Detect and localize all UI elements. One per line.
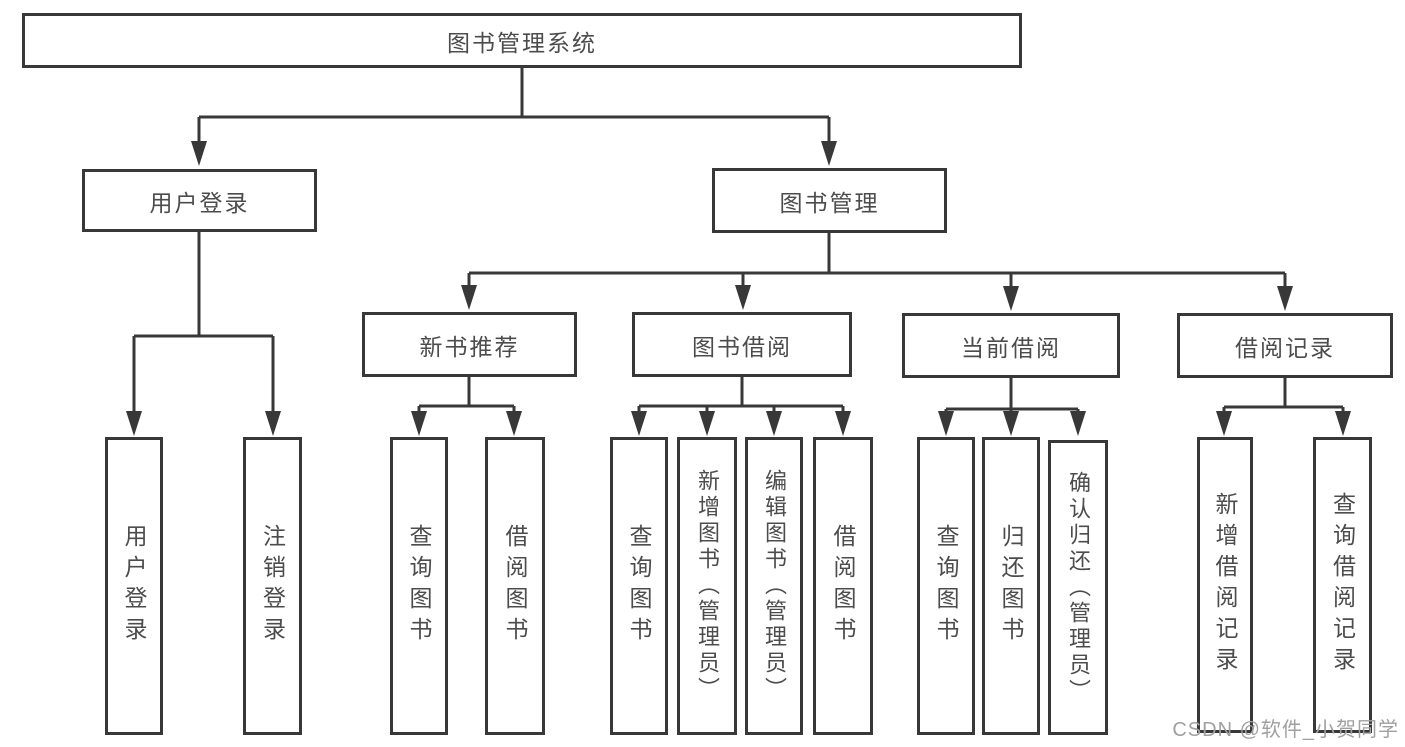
node-label: 图书借阅 [692, 333, 792, 360]
node-label: 查询图书 [626, 524, 652, 648]
node-leaf-edit-books-admin: 编辑图书（管理员） [745, 437, 803, 735]
node-label: 编辑图书（管理员） [762, 469, 787, 703]
node-leaf-logout: 注销登录 [243, 437, 302, 735]
node-leaf-user-login: 用户登录 [105, 437, 163, 735]
node-leaf-confirm-return-admin: 确认归还（管理员） [1048, 440, 1108, 735]
node-current-borrow: 当前借阅 [902, 313, 1120, 378]
node-new-book-recommend: 新书推荐 [362, 312, 577, 377]
node-label: 查询图书 [933, 524, 959, 648]
node-label: 新增借阅记录 [1212, 492, 1238, 678]
node-label: 用户登录 [149, 189, 250, 216]
node-label: 查询图书 [406, 524, 432, 648]
node-leaf-add-borrow-record: 新增借阅记录 [1197, 437, 1253, 733]
node-leaf-query-books-borrow: 查询图书 [610, 437, 668, 735]
node-label: 归还图书 [998, 524, 1024, 648]
node-leaf-return-books: 归还图书 [982, 437, 1040, 735]
node-label: 借阅图书 [830, 524, 856, 648]
node-label: 确认归还（管理员） [1066, 470, 1091, 705]
node-user-login: 用户登录 [82, 169, 317, 232]
node-borrow-records: 借阅记录 [1177, 313, 1393, 378]
arrowhead-triangles [126, 141, 1351, 436]
node-leaf-query-books-recommend: 查询图书 [390, 437, 448, 735]
node-leaf-query-borrow-record: 查询借阅记录 [1313, 437, 1372, 733]
node-label: 当前借阅 [961, 334, 1061, 361]
node-label: 新书推荐 [419, 333, 520, 360]
node-book-management: 图书管理 [712, 168, 947, 233]
node-label: 借阅图书 [502, 524, 528, 648]
node-label: 用户登录 [121, 524, 147, 648]
node-label: 借阅记录 [1235, 334, 1335, 361]
node-leaf-borrow-books: 借阅图书 [813, 437, 873, 735]
node-label: 图书管理 [779, 189, 880, 216]
node-root-system: 图书管理系统 [22, 13, 1022, 68]
node-label: 查询借阅记录 [1329, 492, 1356, 678]
node-leaf-borrow-books-recommend: 借阅图书 [485, 437, 545, 735]
node-label: 新增图书（管理员） [695, 469, 720, 703]
node-leaf-add-books-admin: 新增图书（管理员） [677, 437, 737, 735]
node-leaf-query-books-current: 查询图书 [917, 437, 975, 735]
node-label: 注销登录 [259, 524, 286, 648]
node-book-borrow: 图书借阅 [632, 312, 852, 377]
node-label: 图书管理系统 [447, 29, 597, 56]
